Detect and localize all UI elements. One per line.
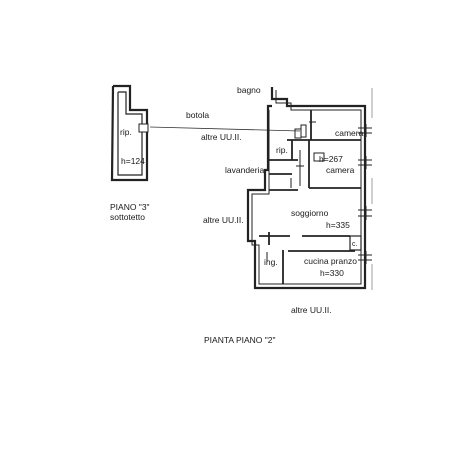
bathroom-label: bagno (237, 85, 261, 95)
living-label: soggiorno (291, 208, 329, 218)
window-marks (358, 124, 372, 264)
bedroom-1-label: camera (335, 128, 364, 138)
upper-floor-title: PIANO "3" (110, 202, 150, 212)
kitchen-label: cucina pranzo (304, 256, 357, 266)
plan-title: PIANTA PIANO "2" (204, 335, 276, 345)
laundry-label: lavanderia (225, 165, 265, 175)
neighbour-west-label: altre UU.II. (203, 215, 244, 225)
bedroom-2-label: camera (326, 165, 355, 175)
fixtures (266, 121, 325, 262)
storage-label: rip. (276, 145, 288, 155)
closet-label: c. (352, 241, 358, 248)
hatch-label: botola (186, 110, 210, 120)
upper-floor-subtitle: sottotetto (110, 212, 145, 222)
attic-hatch-icon (138, 123, 149, 133)
attic-room-label: rip. (120, 127, 132, 137)
attic-outline (110, 84, 149, 182)
hatch-leader-line (149, 126, 301, 132)
neighbour-south-label: altre UU.II. (291, 305, 332, 315)
neighbour-north-label: altre UU.II. (201, 132, 242, 142)
entrance-label: ing. (264, 257, 278, 267)
kitchen-height-label: h=330 (320, 268, 344, 278)
apartment-walls (246, 87, 367, 290)
living-height-label: h=335 (326, 220, 350, 230)
bedroom-height-label: h=267 (319, 154, 343, 164)
attic-height-label: h=124 (121, 156, 145, 166)
